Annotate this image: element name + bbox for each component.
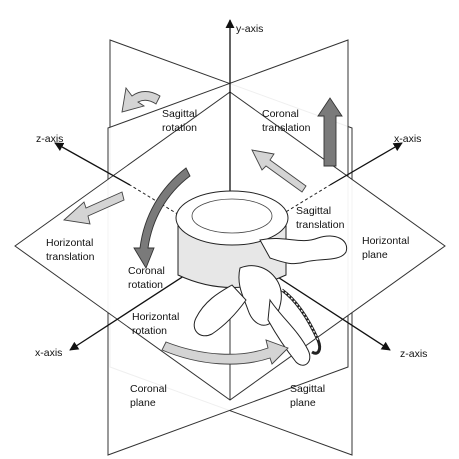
svg-text:translation: translation <box>262 122 311 134</box>
svg-text:Sagittal: Sagittal <box>162 108 197 120</box>
svg-text:Sagittal: Sagittal <box>296 205 331 217</box>
svg-text:rotation: rotation <box>132 325 167 337</box>
label-coronal-translation: Coronal translation <box>262 108 311 134</box>
label-horizontal-plane: Horizontal plane <box>362 235 409 261</box>
label-sagittal-plane: Sagittal plane <box>290 383 325 409</box>
svg-text:plane: plane <box>362 249 388 261</box>
svg-text:Sagittal: Sagittal <box>290 383 325 395</box>
vertebra-illustration <box>175 190 348 366</box>
svg-text:Horizontal: Horizontal <box>46 237 93 249</box>
z-axis-upper-line <box>54 142 131 186</box>
label-coronal-plane: Coronal plane <box>130 383 167 409</box>
svg-text:Coronal: Coronal <box>262 108 299 120</box>
coronal-translation-arrow <box>251 149 307 193</box>
svg-text:plane: plane <box>130 397 156 409</box>
svg-text:rotation: rotation <box>128 279 163 291</box>
z-axis-upper-label: z-axis <box>36 133 63 145</box>
coronal-rotation-arrow <box>133 167 191 270</box>
svg-text:plane: plane <box>290 397 316 409</box>
sagittal-rotation-arrow <box>121 86 161 113</box>
svg-text:Coronal: Coronal <box>128 265 165 277</box>
x-axis-upper-label: x-axis <box>394 133 421 145</box>
label-horizontal-translation: Horizontal translation <box>46 237 95 263</box>
label-coronal-rotation: Coronal rotation <box>128 265 165 291</box>
svg-text:Coronal: Coronal <box>130 383 167 395</box>
svg-text:Horizontal: Horizontal <box>362 235 409 247</box>
svg-text:Horizontal: Horizontal <box>132 311 179 323</box>
x-axis-lower-label: x-axis <box>35 347 62 359</box>
horizontal-translation-arrow <box>62 191 125 225</box>
svg-text:translation: translation <box>46 251 95 263</box>
label-sagittal-rotation: Sagittal rotation <box>162 108 197 134</box>
horizontal-rotation-arrow <box>161 339 289 365</box>
label-horizontal-rotation: Horizontal rotation <box>132 311 179 337</box>
sagittal-translation-arrow <box>317 97 343 167</box>
z-axis-lower-label: z-axis <box>400 348 427 360</box>
label-sagittal-translation: Sagittal translation <box>296 205 345 231</box>
svg-text:translation: translation <box>296 219 345 231</box>
x-axis-upper-line <box>329 142 403 186</box>
svg-text:rotation: rotation <box>162 122 197 134</box>
y-axis-label: y-axis <box>236 23 263 35</box>
